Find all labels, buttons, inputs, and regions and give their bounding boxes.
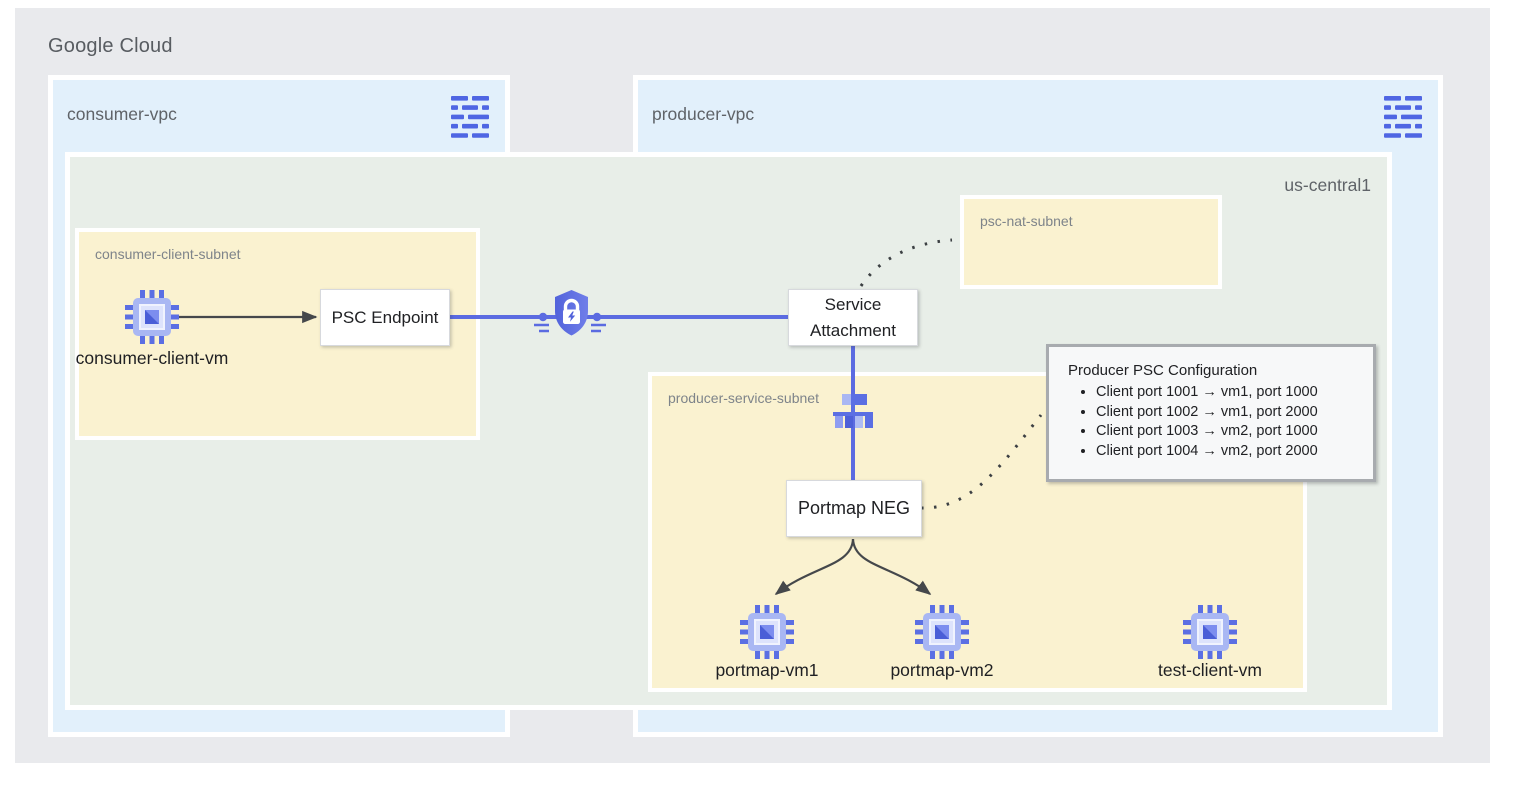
config-item: Client port 1002 → vm1, port 2000: [1096, 403, 1363, 423]
service-attachment-label: Service Attachment: [810, 295, 896, 340]
service-attachment-node: Service Attachment: [788, 289, 918, 346]
vm-icon: [740, 605, 794, 659]
psc-nat-subnet-box: psc-nat-subnet: [960, 195, 1222, 289]
producer-service-subnet-label: producer-service-subnet: [668, 390, 819, 406]
psc-nat-subnet-label: psc-nat-subnet: [980, 213, 1073, 229]
producer-psc-configuration-box: Producer PSC Configuration Client port 1…: [1046, 344, 1376, 482]
load-balancer-icon: [833, 394, 873, 428]
producer-vpc-label: producer-vpc: [652, 104, 755, 124]
portmap-neg-label: Portmap NEG: [797, 498, 911, 518]
portmap-vm1-label: portmap-vm1: [715, 660, 819, 680]
config-list: Client port 1001 → vm1, port 1000 Client…: [1096, 383, 1363, 461]
portmap-neg-node: Portmap NEG: [786, 480, 922, 537]
config-item: Client port 1004 → vm2, port 2000: [1096, 442, 1363, 462]
region-label: us-central1: [1284, 175, 1371, 195]
consumer-client-vm-label: consumer-client-vm: [75, 348, 229, 368]
portmap-vm2-label: portmap-vm2: [890, 660, 994, 680]
test-client-vm-label: test-client-vm: [1157, 660, 1263, 680]
psc-endpoint-node: PSC Endpoint: [320, 289, 450, 346]
vpc-network-icon: [451, 96, 489, 138]
psc-endpoint-label: PSC Endpoint: [331, 307, 439, 327]
vm-icon: [125, 290, 179, 344]
consumer-client-subnet-label: consumer-client-subnet: [95, 246, 241, 262]
config-item: Client port 1001 → vm1, port 1000: [1096, 383, 1363, 403]
vm-icon: [1183, 605, 1237, 659]
consumer-vpc-label: consumer-vpc: [67, 104, 177, 124]
vm-icon: [915, 605, 969, 659]
config-title: Producer PSC Configuration: [1068, 362, 1258, 379]
psc-shield-lock-icon: [555, 290, 588, 336]
vpc-network-icon: [1384, 96, 1422, 138]
config-item: Client port 1003 → vm2, port 1000: [1096, 422, 1363, 442]
google-cloud-label: Google Cloud: [48, 35, 173, 57]
